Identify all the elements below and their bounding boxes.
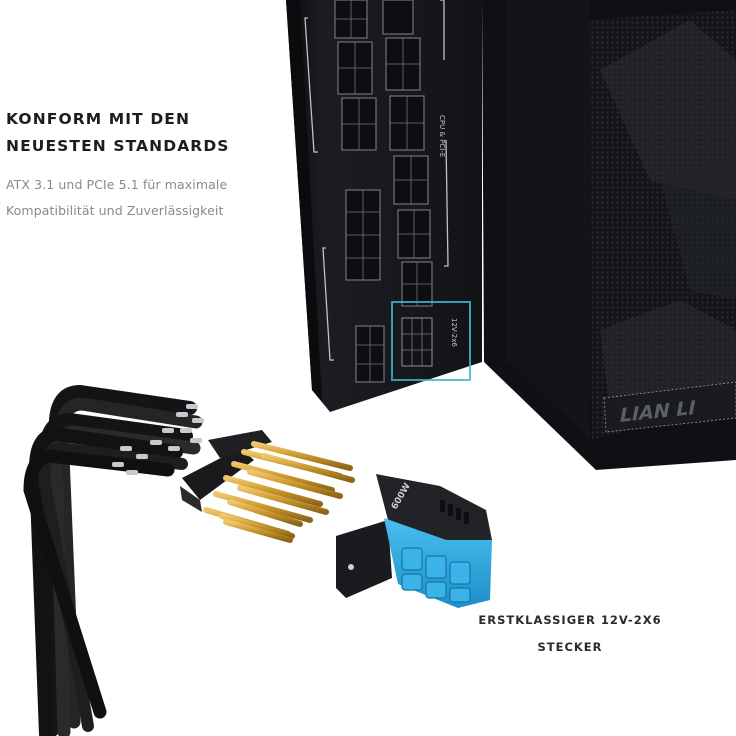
terminal-pin-header <box>180 430 355 543</box>
12v-2x6-connector: 600W <box>336 474 492 608</box>
psu-modular-panel: CPU & PCI-E 12V-2x6 <box>286 0 482 412</box>
cable-bundle <box>23 384 204 736</box>
subtext-line-1: ATX 3.1 und PCIe 5.1 für maximale <box>6 177 228 192</box>
headline-line-1: KONFORM MIT DEN <box>6 110 191 128</box>
headline: KONFORM MIT DEN NEUESTEN STANDARDS <box>6 106 230 160</box>
subtext-line-2: Kompatibilität und Zuverlässigkeit <box>6 203 224 218</box>
12v-2x6-label: 12V-2x6 <box>450 318 458 347</box>
caption-line-2: STECKER <box>537 640 603 654</box>
subtext: ATX 3.1 und PCIe 5.1 für maximale Kompat… <box>6 172 227 224</box>
pc-case: LIAN LI <box>482 0 736 470</box>
12v-2x6-highlight <box>391 301 471 381</box>
headline-line-2: NEUESTEN STANDARDS <box>6 137 230 155</box>
caption-line-1: ERSTKLASSIGER 12V-2X6 <box>478 613 662 627</box>
connector-caption: ERSTKLASSIGER 12V-2X6 STECKER <box>470 607 670 661</box>
cpu-pcie-label: CPU & PCI-E <box>438 115 446 157</box>
